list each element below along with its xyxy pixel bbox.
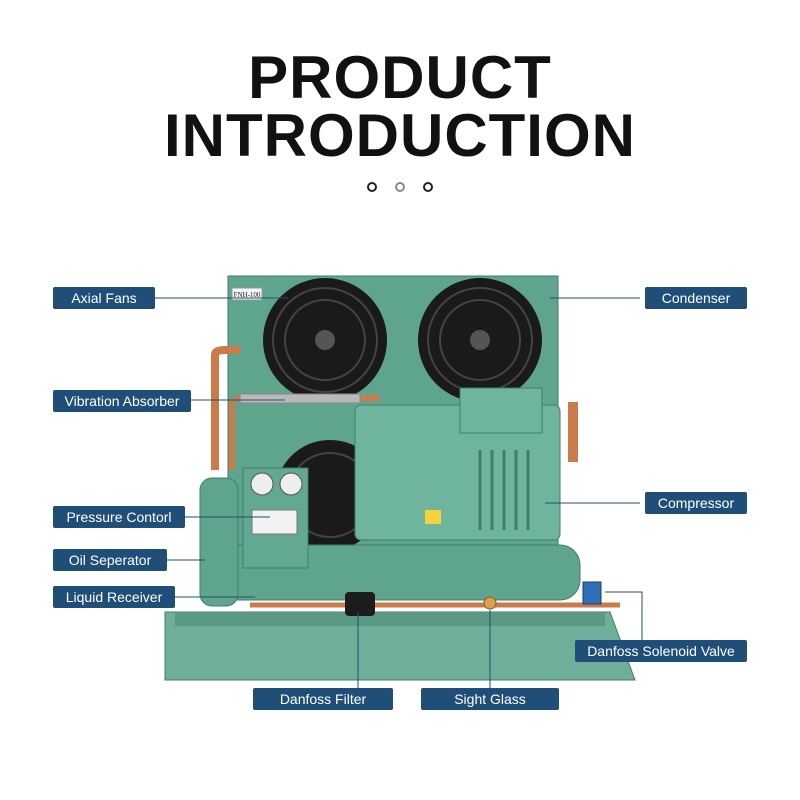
oil-separator [199,477,239,607]
terminal-box [459,387,543,434]
low-pressure-gauge [250,472,274,496]
pager-dot-2[interactable] [395,182,405,192]
axial-fan-right [418,278,542,402]
callout-pressure-control: Pressure Contorl [53,506,185,528]
pager-dot-3[interactable] [423,182,433,192]
callout-vibration-absorber: Vibration Absorber [53,390,191,412]
high-pressure-gauge [279,472,303,496]
leader-lines [155,297,643,688]
pager-dot-1[interactable] [367,182,377,192]
callout-liquid-receiver: Liquid Receiver [53,586,175,608]
danfoss-filter [345,592,375,616]
base-rail [175,612,605,626]
title-line-1: PRODUCT [248,44,552,111]
callout-solenoid-valve: Danfoss Solenoid Valve [575,640,747,662]
name-plate [231,287,263,301]
callout-oil-separator: Oil Seperator [53,549,167,571]
callout-compressor: Compressor [645,492,747,514]
callout-danfoss-filter: Danfoss Filter [253,688,393,710]
compressor-body [354,404,561,541]
pressure-switch [251,509,298,535]
warning-label [425,510,441,524]
solenoid-valve [582,581,602,605]
title-line-2: INTRODUCTION [164,102,636,169]
vibration-absorber [239,393,361,404]
carousel-pager [0,182,800,192]
callout-condenser: Condenser [645,287,747,309]
callout-sight-glass: Sight Glass [421,688,559,710]
callout-axial-fans: Axial Fans [53,287,155,309]
axial-fan-left [263,278,387,402]
riser-pipe [568,402,578,462]
name-plate-text: FNH-100 [234,291,261,299]
sight-glass [483,596,497,610]
discharge-pipe [211,346,240,470]
compressor-fins [478,450,530,530]
